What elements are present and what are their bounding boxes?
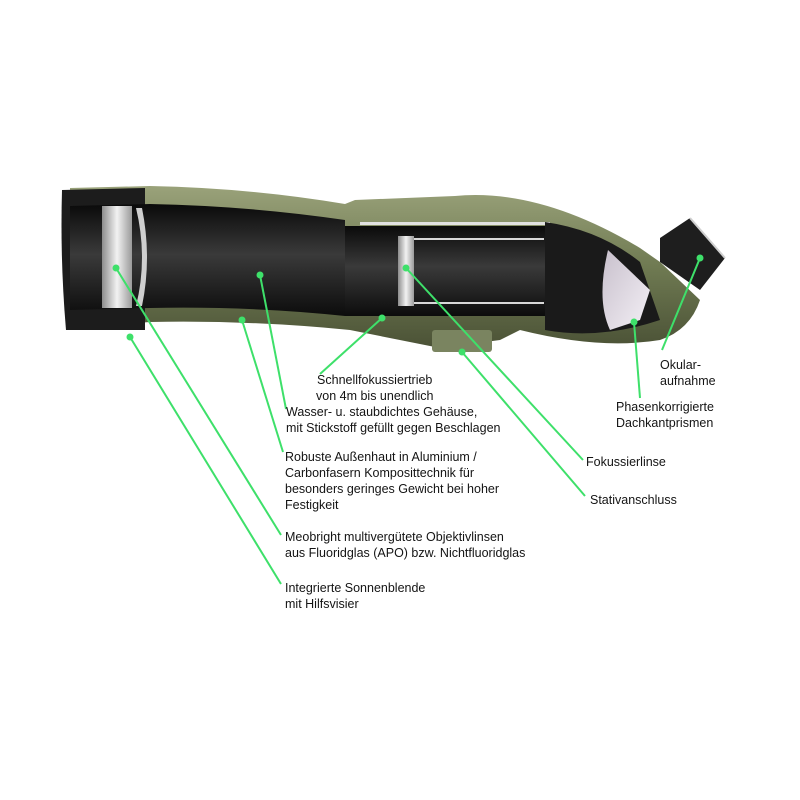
label-housing: Wasser- u. staubdichtes Gehäuse, mit Sti… xyxy=(286,404,500,436)
label-line: Phasenkorrigierte xyxy=(616,400,714,414)
callout-lines xyxy=(115,257,701,585)
label-fast-focus: Schnellfokussiertrieb von 4m bis unendli… xyxy=(316,372,433,404)
label-line: Integrierte Sonnenblende xyxy=(285,581,426,595)
eyepiece-mount xyxy=(660,218,725,290)
objective-lens-2 xyxy=(136,208,147,306)
label-line: mit Stickstoff gefüllt gegen Beschlagen xyxy=(286,421,501,435)
label-line: Festigkeit xyxy=(285,498,339,512)
label-line: Fokussierlinse xyxy=(586,455,666,469)
label-outer-skin: Robuste Außenhaut in Aluminium / Carbonf… xyxy=(285,449,499,513)
label-line: von 4m bis unendlich xyxy=(316,389,434,403)
focus-cell xyxy=(345,226,545,316)
label-sunshade: Integrierte Sonnenblende mit Hilfsvisier xyxy=(285,580,425,612)
callout-dots xyxy=(112,254,704,356)
label-line: Okular- xyxy=(660,358,701,372)
roof-prisms xyxy=(602,250,650,330)
label-tripod-mount: Stativanschluss xyxy=(590,492,677,508)
label-eyepiece-mount: Okular- aufnahme xyxy=(660,357,716,389)
label-line: Stativanschluss xyxy=(590,493,677,507)
label-prisms: Phasenkorrigierte Dachkantprismen xyxy=(616,399,714,431)
label-line: aus Fluoridglas (APO) bzw. Nichtfluoridg… xyxy=(285,546,526,560)
inner-tube xyxy=(70,204,345,316)
label-line: Schnellfokussiertrieb xyxy=(317,373,433,387)
objective-lens-1 xyxy=(102,206,132,308)
label-line: mit Hilfsvisier xyxy=(285,597,359,611)
label-line: besonders geringes Gewicht bei hoher xyxy=(285,482,500,496)
tripod-foot xyxy=(432,330,492,352)
label-line: Dachkantprismen xyxy=(616,416,714,430)
label-line: Carbonfasern Komposittechnik für xyxy=(285,466,474,480)
label-line: Robuste Außenhaut in Aluminium / xyxy=(285,450,477,464)
label-focus-lens: Fokussierlinse xyxy=(586,454,666,470)
label-line: aufnahme xyxy=(660,374,716,388)
label-objective: Meobright multivergütete Objektivlinsen … xyxy=(285,529,525,561)
label-line: Wasser- u. staubdichtes Gehäuse, xyxy=(286,405,478,419)
label-line: Meobright multivergütete Objektivlinsen xyxy=(285,530,504,544)
